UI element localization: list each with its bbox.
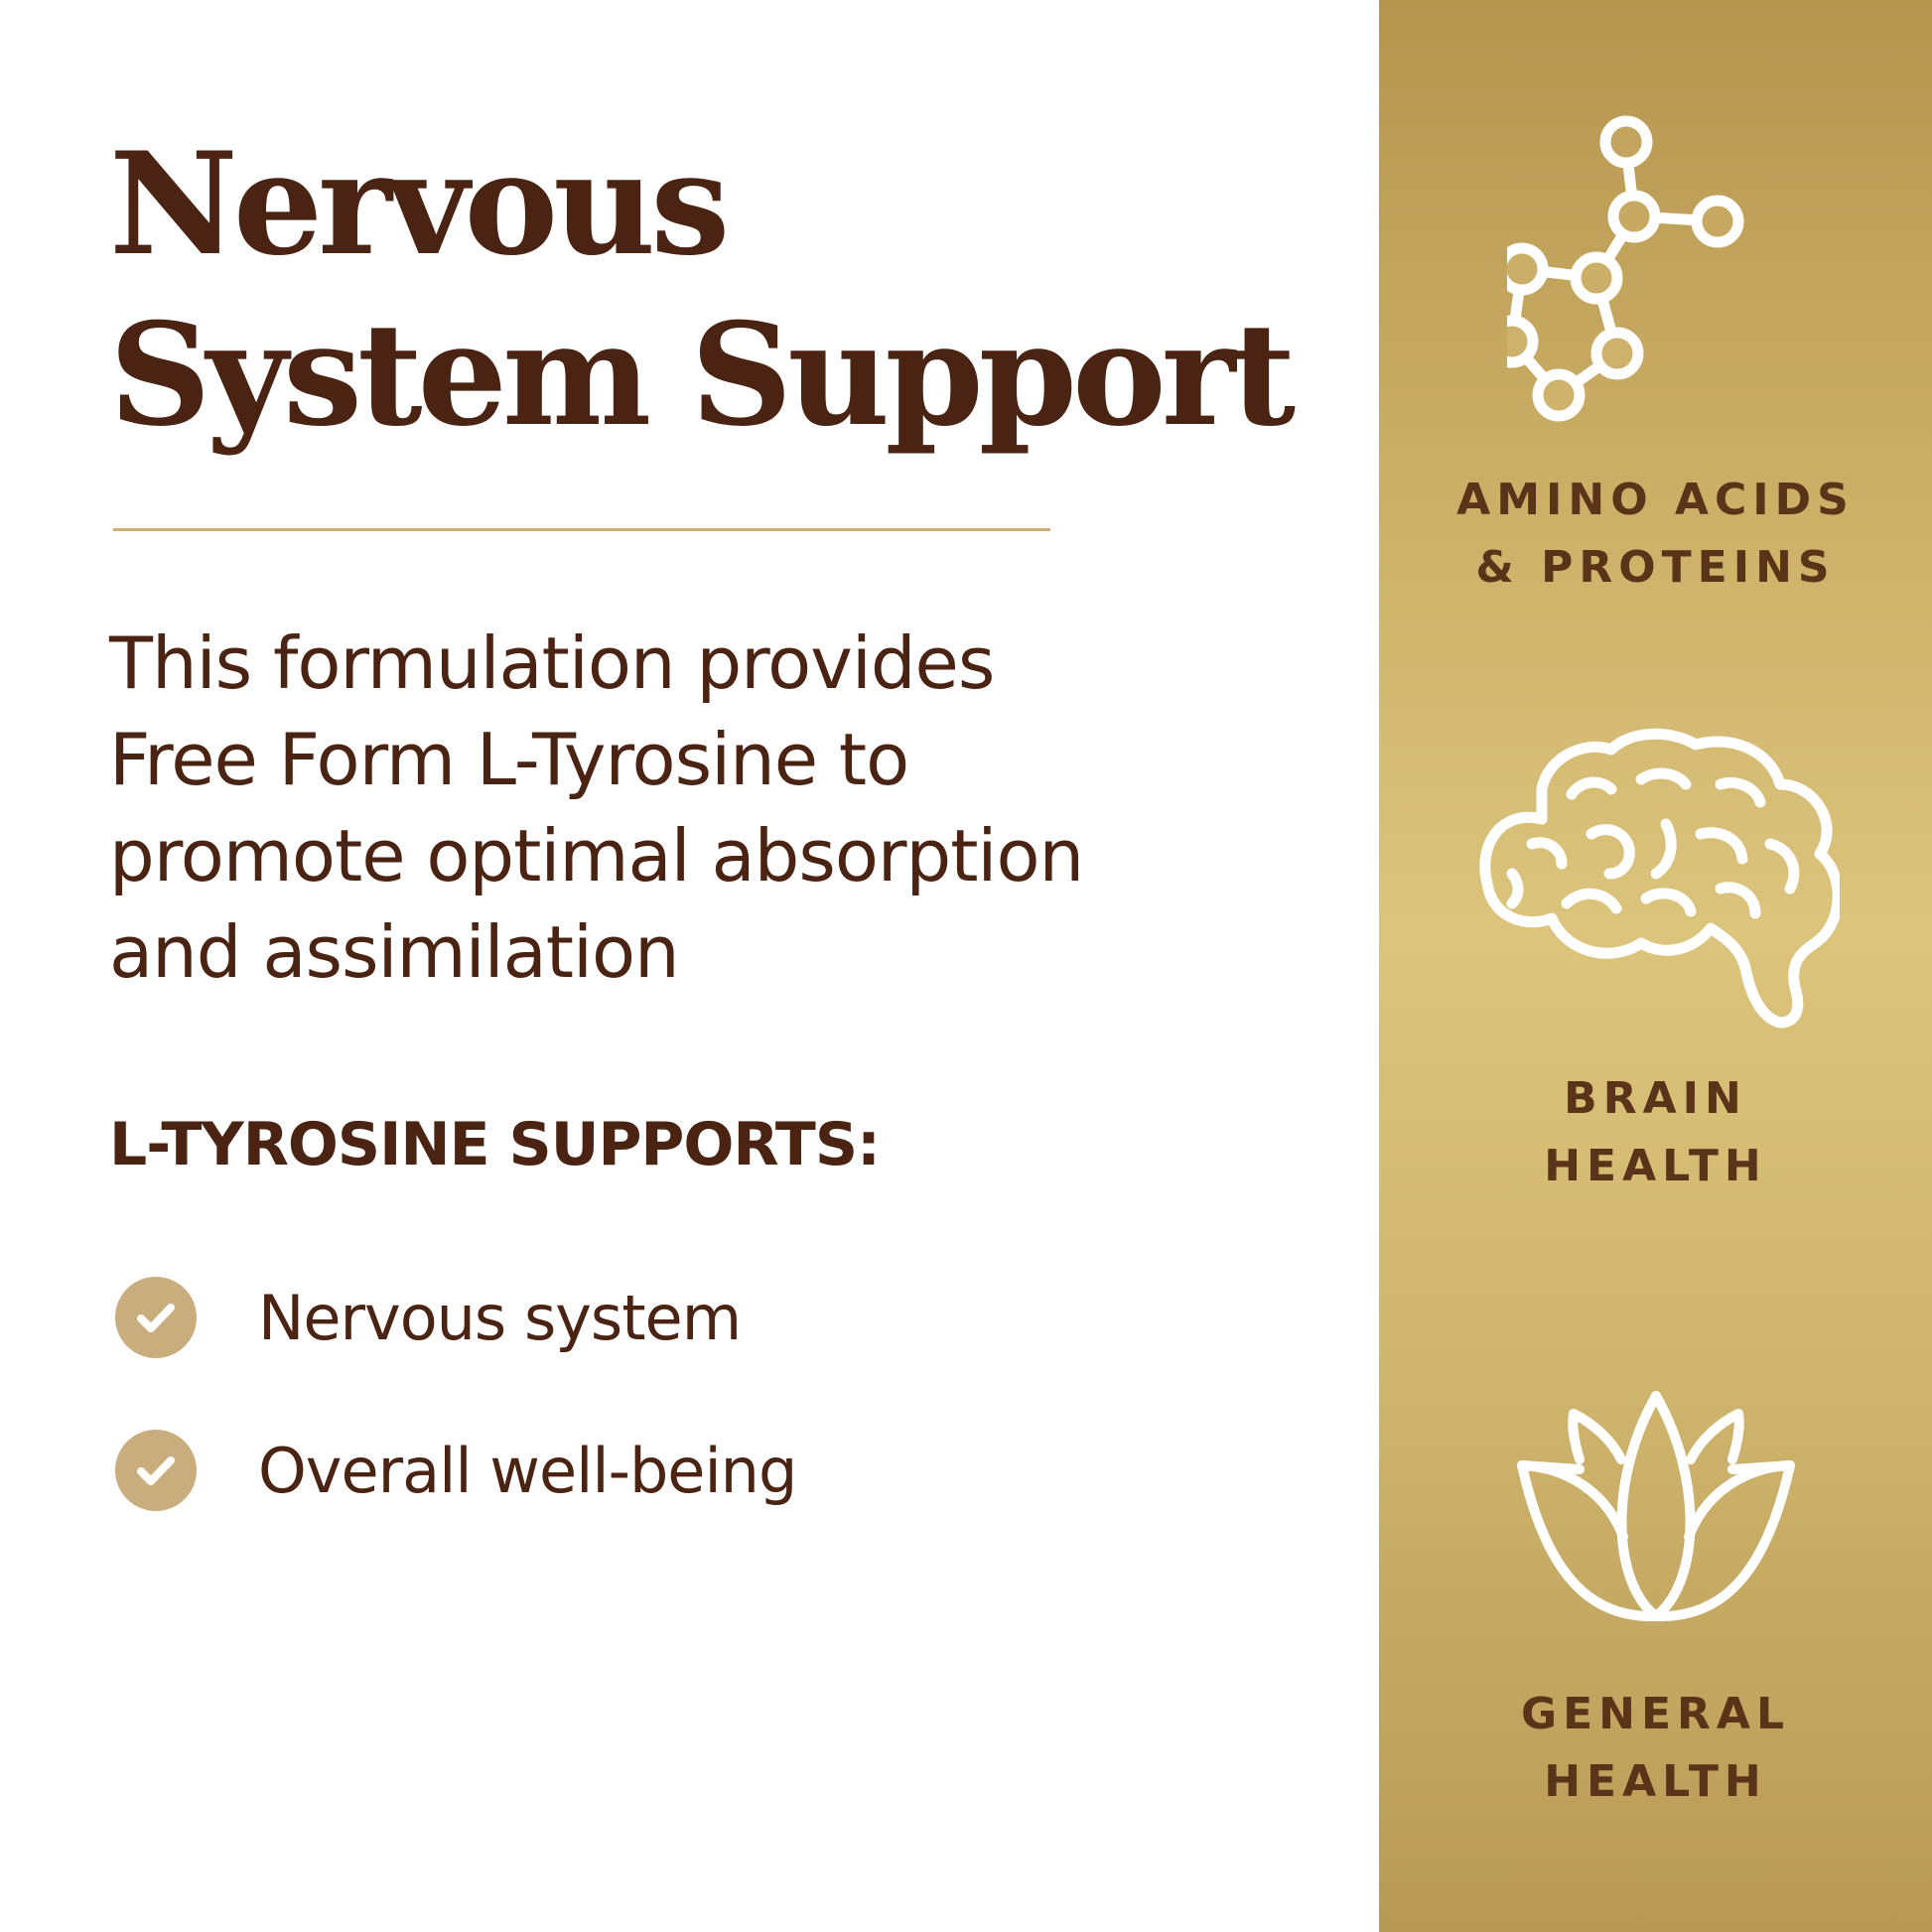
benefit-item: Overall well-being (115, 1430, 797, 1511)
supports-heading: L-TYROSINE SUPPORTS: (109, 1110, 881, 1179)
feature-label-general: GENERAL HEALTH (1379, 1681, 1932, 1816)
feature-sidebar: AMINO ACIDS & PROTEINS BRAIN H (1379, 0, 1932, 1932)
product-description: This formulation provides Free Form L-Ty… (109, 616, 1301, 1001)
brain-icon (1472, 725, 1840, 1033)
benefit-label: Nervous system (258, 1281, 742, 1354)
feature-label-line: HEALTH (1544, 1756, 1767, 1807)
feature-label-brain: BRAIN HEALTH (1379, 1065, 1932, 1200)
title-divider (113, 528, 1050, 531)
benefit-item: Nervous system (115, 1277, 742, 1358)
lotus-icon (1512, 1388, 1800, 1626)
page-title: Nervous System Support (109, 119, 1296, 461)
feature-label-line: HEALTH (1544, 1141, 1767, 1191)
content-area: Nervous System Support This formulation … (109, 119, 1301, 1511)
title-line-2: System Support (109, 293, 1296, 458)
description-line-1: This formulation provides (109, 621, 995, 705)
feature-label-line: & PROTEINS (1475, 542, 1836, 593)
molecule-icon (1506, 107, 1805, 425)
description-line-3: promote optimal absorption (109, 814, 1084, 897)
title-line-1: Nervous (109, 122, 730, 287)
feature-label-line: AMINO ACIDS (1456, 475, 1855, 525)
check-circle-icon (115, 1277, 197, 1358)
check-circle-icon (115, 1430, 197, 1511)
description-line-2: Free Form L-Tyrosine to (109, 718, 909, 801)
feature-label-line: GENERAL (1520, 1689, 1791, 1739)
benefit-label: Overall well-being (258, 1434, 797, 1507)
feature-label-line: BRAIN (1564, 1073, 1747, 1124)
description-line-4: and assimilation (109, 910, 680, 994)
feature-label-amino: AMINO ACIDS & PROTEINS (1379, 467, 1932, 602)
